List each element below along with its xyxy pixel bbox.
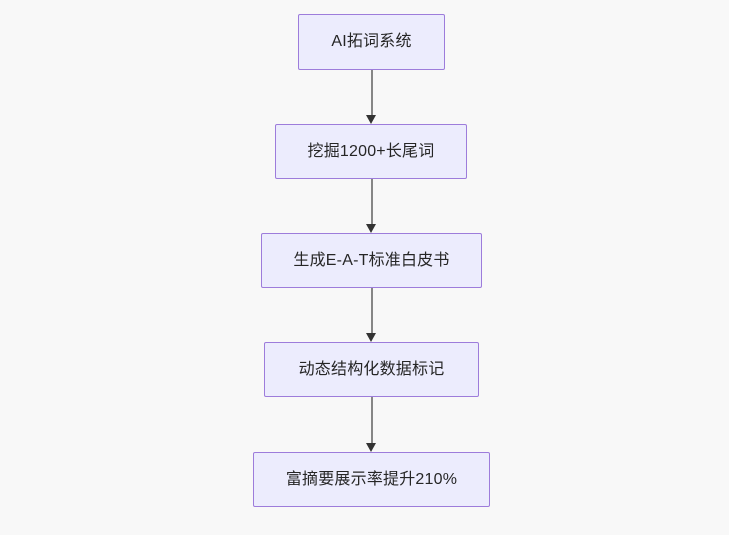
flow-node-label: 动态结构化数据标记 (298, 360, 445, 378)
flow-connector-4-5 (366, 397, 377, 452)
connector-line (370, 397, 373, 443)
arrow-head-icon (366, 224, 376, 233)
connector-line (370, 288, 373, 333)
arrow-head-icon (366, 115, 376, 124)
flow-node-generate-eat-whitepaper[interactable]: 生成E-A-T标准白皮书 (261, 233, 482, 288)
flow-node-mine-longtail-keywords[interactable]: 挖掘1200+长尾词 (275, 124, 467, 179)
flow-node-rich-snippet-impression-uplift[interactable]: 富摘要展示率提升210% (253, 452, 490, 507)
connector-line (370, 179, 373, 224)
flow-node-label: AI拓词系统 (331, 33, 412, 51)
flow-node-label: 生成E-A-T标准白皮书 (293, 251, 450, 269)
flow-connector-2-3 (366, 179, 377, 233)
flow-node-label: 挖掘1200+长尾词 (307, 142, 435, 160)
flow-connector-1-2 (366, 70, 377, 124)
flow-node-dynamic-structured-data-markup[interactable]: 动态结构化数据标记 (264, 342, 479, 397)
flow-node-ai-keyword-system[interactable]: AI拓词系统 (298, 14, 445, 70)
connector-line (370, 70, 373, 115)
arrow-head-icon (366, 333, 376, 342)
arrow-head-icon (366, 443, 376, 452)
flow-node-label: 富摘要展示率提升210% (285, 470, 458, 488)
flow-connector-3-4 (366, 288, 377, 342)
